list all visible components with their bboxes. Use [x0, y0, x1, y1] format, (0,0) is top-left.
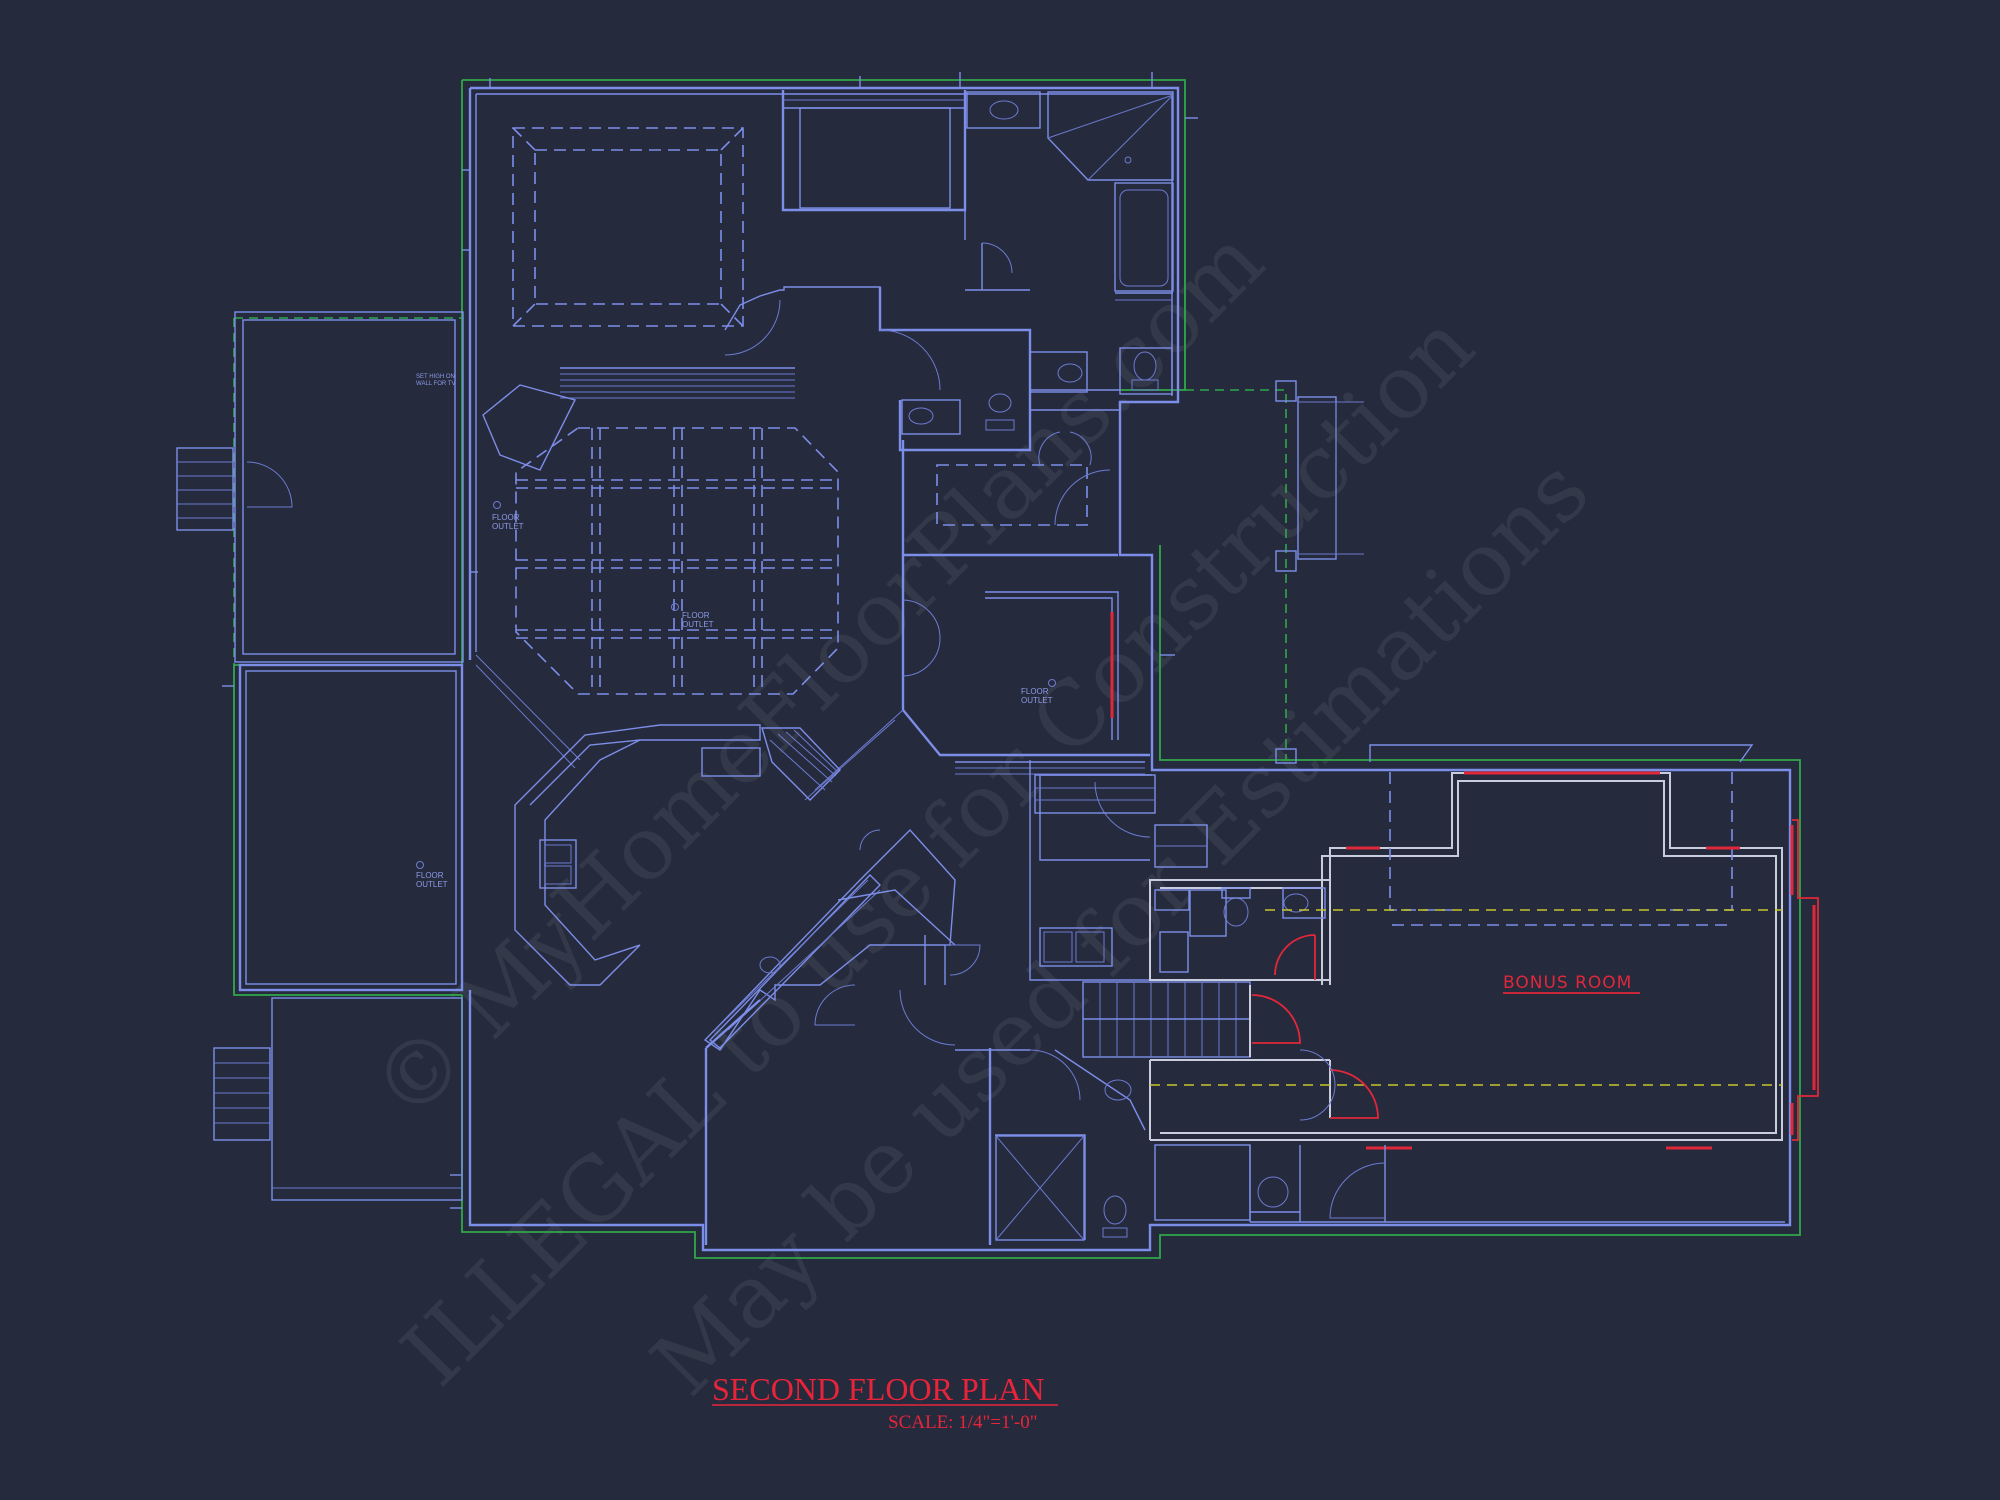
- bonus-room-label: BONUS ROOM: [1503, 973, 1632, 993]
- title-block: SECOND FLOOR PLAN SCALE: 1/4"=1'-0": [712, 1371, 1058, 1433]
- bonus-attic-lines: [1150, 772, 1782, 1086]
- lower-deck: [213, 997, 463, 1201]
- hall-bath: [1029, 760, 1208, 981]
- plan-scale: SCALE: 1/4"=1'-0": [888, 1412, 1037, 1433]
- floor-outlet-4-line-2: OUTLET: [1021, 696, 1053, 705]
- bonus-suite: [1149, 772, 1783, 1141]
- floor-outlet-1-line-1: FLOOR: [492, 513, 520, 522]
- right-bedroom: [901, 555, 1150, 775]
- exterior-walls: [468, 86, 1792, 1252]
- covered-porch-upper: [176, 311, 464, 663]
- master-bath: [965, 91, 1174, 395]
- plan-title: SECOND FLOOR PLAN: [712, 1371, 1044, 1407]
- tv-note-line-2: WALL FOR TV: [416, 381, 455, 387]
- lower-center-bedroom: [704, 989, 1030, 1245]
- kitchen: [514, 724, 981, 1051]
- floor-outlet-3-line-1: FLOOR: [416, 871, 444, 880]
- floor-outlet-4: FLOOR OUTLET: [1021, 679, 1056, 705]
- floor-outlet-3: FLOOR OUTLET: [416, 861, 448, 889]
- master-closet: [781, 90, 967, 240]
- bonus-roof-line: [1369, 744, 1754, 763]
- lower-bath: [995, 1049, 1146, 1241]
- watermark-line-3: May be used for Estimations: [632, 439, 1608, 1415]
- floor-outlet-3-line-2: OUTLET: [416, 880, 448, 889]
- bonus-red-marks: [1251, 771, 1819, 1150]
- floor-outlet-1: FLOOR OUTLET: [492, 501, 524, 531]
- watermark: © MyHomeFloorPlans.com ILLEGAL to use fo…: [352, 209, 1608, 1415]
- right-balcony: [1275, 380, 1364, 764]
- bonus-lower-rooms: [1154, 1049, 1785, 1223]
- master-bedroom: [512, 127, 881, 399]
- watermark-line-2: ILLEGAL to use for Construction: [382, 294, 1493, 1405]
- floor-outlet-4-line-1: FLOOR: [1021, 687, 1049, 696]
- utility-room: [936, 464, 1111, 526]
- great-room: [475, 384, 904, 801]
- floor-outlet-2: FLOOR OUTLET: [671, 603, 714, 629]
- tv-note-line-1: SET HIGH ON: [416, 374, 455, 380]
- tv-note: SET HIGH ON WALL FOR TV: [416, 374, 455, 387]
- left-bedroom: [238, 663, 464, 992]
- floor-outlet-1-line-2: OUTLET: [492, 522, 524, 531]
- floor-outlet-2-line-2: OUTLET: [682, 620, 714, 629]
- floor-outlet-2-line-1: FLOOR: [682, 611, 710, 620]
- tick-marks: [222, 72, 1198, 1209]
